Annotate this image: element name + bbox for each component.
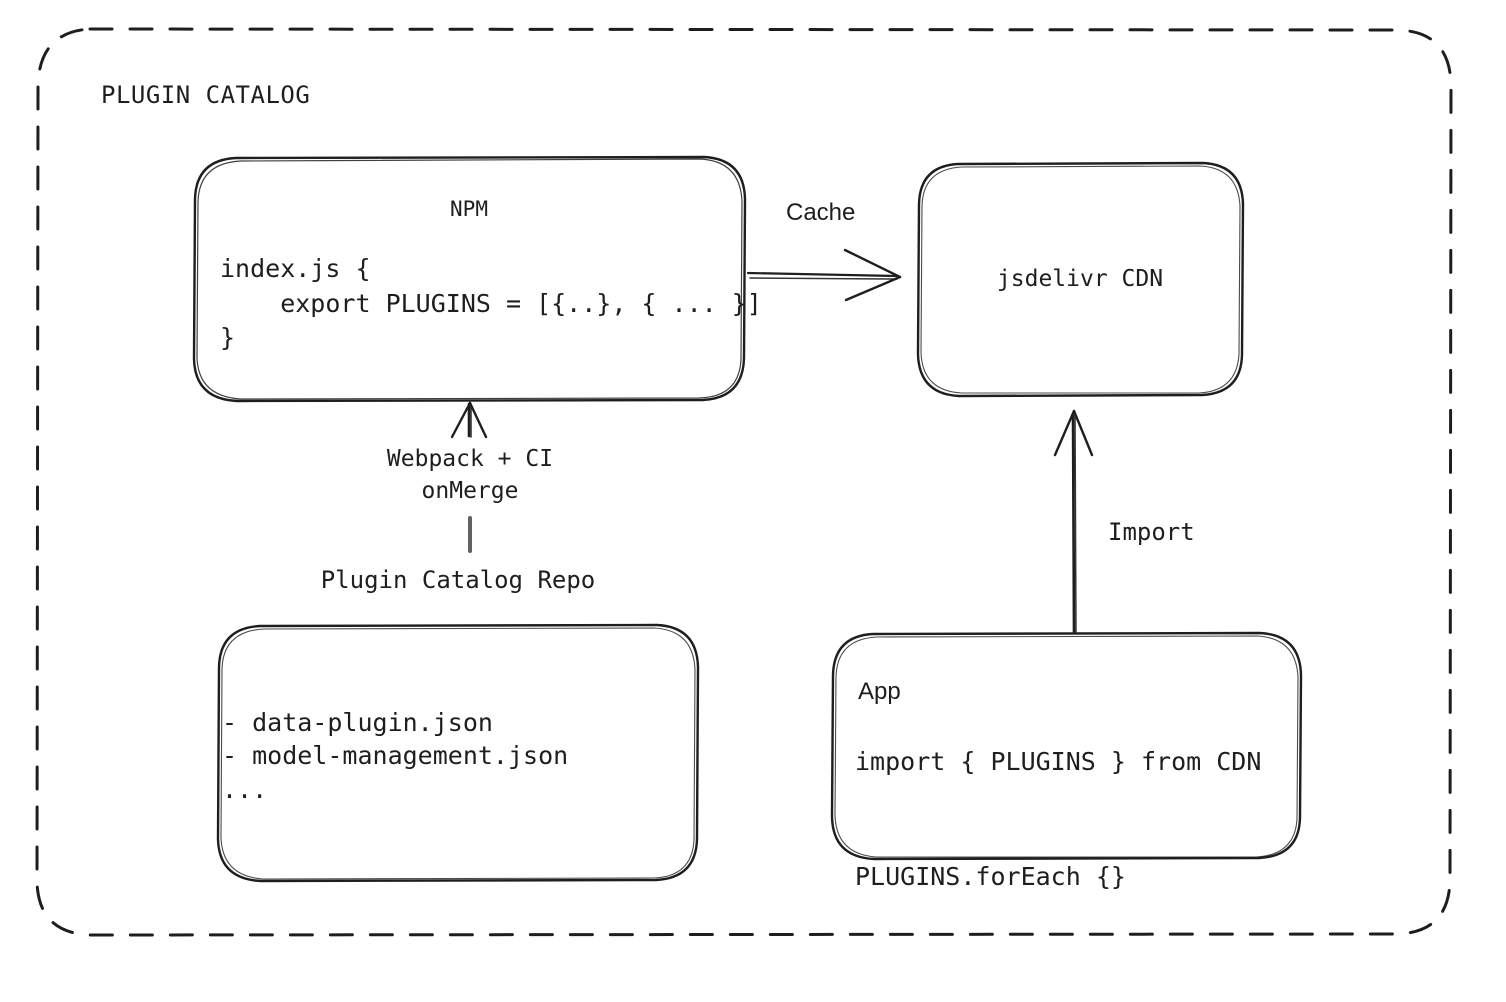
webpack-ci-edge-label: Webpack + CI onMerge (386, 446, 554, 504)
cdn-node-title: jsdelivr CDN (996, 266, 1164, 292)
app-node-title: App (858, 678, 901, 705)
cache-edge-label: Cache (786, 199, 856, 226)
import-arrow (1053, 409, 1094, 634)
npm-node-title: NPM (450, 197, 488, 221)
page-title: PLUGIN CATALOG (101, 81, 311, 109)
app-node-code: import { PLUGINS } from CDN PLUGINS.forE… (855, 747, 1262, 891)
import-edge-label: Import (1108, 518, 1195, 546)
cache-arrow (746, 248, 902, 302)
repo-node-label: Plugin Catalog Repo (320, 566, 596, 594)
repo-node-files: - data-plugin.json - model-management.js… (222, 708, 569, 804)
npm-node-code: index.js { export PLUGINS = [{..}, { ...… (220, 254, 762, 352)
